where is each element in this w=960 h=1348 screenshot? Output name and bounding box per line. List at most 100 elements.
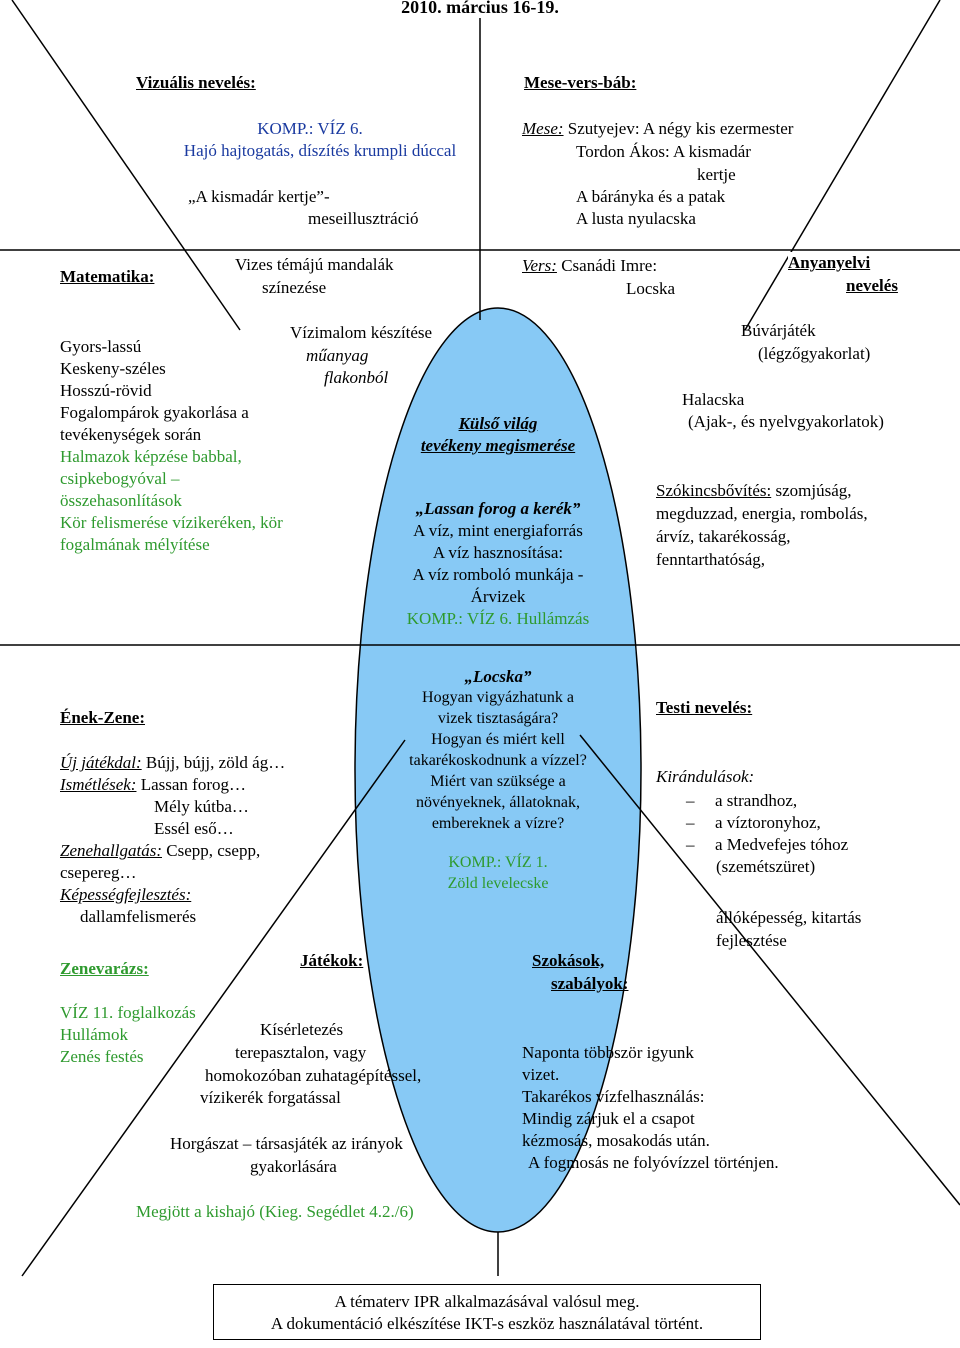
enek-ism3: Essél eső…	[154, 819, 234, 838]
testi-item: –a víztoronyhoz,	[686, 813, 821, 832]
jatekok-line5: Horgászat – társasjáték az irányok	[170, 1134, 403, 1153]
matematika-item: fogalmának mélyítése	[60, 535, 210, 554]
zenevarazs-item: Hullámok	[60, 1025, 128, 1044]
vizualis-line2: Hajó hajtogatás, díszítés krumpli dúccal	[183, 141, 457, 160]
mese-line4: A bárányka és a patak	[576, 187, 726, 206]
szokincs-line2: megduzzad, energia, rombolás,	[656, 504, 868, 523]
center-lassan: „Lassan forog a kerék”	[415, 499, 581, 518]
szokasok-line6: A fogmosás ne folyóvízzel történjen.	[528, 1153, 779, 1172]
jatekok-line1: Kísérletezés	[260, 1020, 344, 1039]
vers-line2: Locska	[626, 279, 676, 298]
center-locska: „Locska”	[464, 667, 532, 686]
szokasok-heading-2: szabályok:	[551, 974, 629, 993]
anyanyelvi-heading-2: nevelés	[846, 276, 898, 295]
enek-list: Új játékdal: Bújj, bújj, zöld ág… Ismétl…	[60, 752, 285, 928]
matematika-item: Halmazok képzése babbal,	[60, 447, 242, 466]
mese-line5: A lusta nyulacska	[576, 209, 696, 228]
vizualis-line4: meseillusztráció	[308, 209, 419, 228]
enek-ism: Ismétlések: Lassan forog…	[60, 774, 285, 796]
buvar-line2: (légzőgyakorlat)	[758, 344, 871, 363]
jatekok-line2: terepasztalon, vagy	[235, 1043, 367, 1062]
center-komp: KOMP.: VÍZ 6. Hullámzás	[406, 609, 590, 628]
halacska-line2: (Ajak-, és nyelvgyakorlatok)	[688, 412, 884, 431]
matematika-list: Gyors-lassú Keskeny-széles Hosszú-rövid …	[60, 336, 283, 556]
center-bottom: „Locska” Hogyan vigyázhatunk a vizek tis…	[378, 666, 618, 894]
testi-list: –a strandhoz, –a víztoronyhoz, –a Medvef…	[686, 790, 848, 878]
vizimalom-line2: műanyag	[306, 346, 369, 365]
szokincs-line4: fenntarthatóság,	[656, 550, 766, 569]
center-q7: embereknek a vízre?	[431, 815, 565, 832]
center-title-2: tevékeny megismerése	[420, 436, 576, 455]
halacska-line1: Halacska	[682, 390, 745, 409]
zenevarazs-list: VÍZ 11. foglalkozás Hullámok Zenés festé…	[60, 1002, 196, 1068]
zenevarazs-item: VÍZ 11. foglalkozás	[60, 1003, 196, 1022]
mese-line2: Tordon Ákos: A kismadár	[576, 142, 751, 161]
center-q2: vizek tisztaságára?	[437, 710, 559, 727]
jatekok-line4: vízikerék forgatással	[200, 1088, 341, 1107]
footer-box: A tématerv IPR alkalmazásával valósul me…	[213, 1284, 761, 1340]
szokincs-line1: Szókincsbővítés: szomjúság,	[656, 480, 852, 502]
dash-icon: –	[686, 813, 695, 832]
jatekok-line7: Megjött a kishajó (Kieg. Segédlet 4.2./6…	[136, 1202, 414, 1221]
vizualis-komp: KOMP.: VÍZ 6.	[257, 119, 363, 138]
matematika-item: összehasonlítások	[60, 491, 182, 510]
footer-line2: A dokumentáció elkészítése IKT-s eszköz …	[270, 1314, 704, 1333]
matematika-item: Hosszú-rövid	[60, 381, 152, 400]
szokincs-line3: árvíz, takarékosság,	[656, 527, 791, 546]
dash-icon: –	[686, 791, 695, 810]
jatekok-line6: gyakorlására	[250, 1157, 337, 1176]
enek-heading: Ének-Zene:	[60, 708, 145, 727]
center-top: Külső világ tevékeny megismerése	[378, 413, 618, 457]
mese-line3: kertje	[697, 165, 736, 184]
divider-diagonal-left-top	[11, 0, 241, 331]
matematika-item: Fogalompárok gyakorlása a	[60, 403, 249, 422]
enek-kep-label: Képességfejlesztés:	[60, 885, 192, 904]
enek-uj: Új játékdal: Bújj, bújj, zöld ág…	[60, 752, 285, 774]
testi-allo-1: állóképesség, kitartás	[716, 908, 862, 927]
testi-allo-2: fejlesztése	[716, 931, 787, 950]
matematika-item: tevékenységek során	[60, 425, 202, 444]
vizimalom-line3: flakonból	[324, 368, 389, 387]
testi-szemet: (szemétszüret)	[716, 857, 816, 876]
enek-kep-text: dallamfelismerés	[80, 907, 197, 926]
dash-icon: –	[686, 835, 695, 854]
szokasok-line2: vizet.	[522, 1065, 560, 1084]
enek-uj-label: Új játékdal:	[60, 753, 142, 772]
center-komp2: KOMP.: VÍZ 1.	[448, 854, 548, 871]
szokasok-line4: Mindig zárjuk el a csapot	[522, 1109, 695, 1128]
center-line4: Árvizek	[470, 587, 526, 606]
divider-diagonal-right-bottom	[579, 734, 960, 1206]
vizualis-line3: „A kismadár kertje”-	[188, 187, 330, 206]
header-date: 2010. március 16-19.	[330, 0, 630, 18]
matematika-item: Keskeny-széles	[60, 359, 166, 378]
anyanyelvi-heading-1: Anyanyelvi	[788, 252, 871, 274]
vizualis-heading: Vizuális nevelés:	[136, 73, 256, 92]
matematika-heading: Matematika:	[60, 266, 155, 288]
center-zold: Zöld levelecske	[447, 875, 549, 892]
center-q5: Miért van szüksége a	[430, 773, 566, 790]
center-q3: Hogyan és miért kell	[431, 731, 565, 748]
zenevarazs-heading: Zenevarázs:	[60, 959, 149, 978]
szokasok-line1: Naponta többször igyunk	[522, 1043, 694, 1062]
enek-zh-text: Csepp, csepp,	[162, 841, 261, 860]
szokincs-label: Szókincsbővítés:	[656, 481, 772, 500]
szokincs-line1-text: szomjúság,	[771, 481, 852, 500]
center-title-1: Külső világ	[458, 414, 538, 433]
szokasok-line3: Takarékos vízfelhasználás:	[522, 1087, 705, 1106]
vizimalom-line1: Vízimalom készítése	[290, 323, 433, 342]
enek-zh2: csepereg…	[60, 863, 137, 882]
testi-item: –a Medvefejes tóhoz	[686, 835, 849, 854]
enek-kep: Képességfejlesztés:	[60, 884, 285, 906]
mese-line1: Mese: Szutyejev: A négy kis ezermester	[522, 118, 793, 140]
mese-label: Mese:	[522, 119, 564, 138]
vizualis-content: KOMP.: VÍZ 6. Hajó hajtogatás, díszítés …	[140, 118, 500, 162]
szokasok-list: Naponta többször igyunk vizet. Takarékos…	[522, 1042, 779, 1174]
mandala-line1: Vizes témájú mandalák	[235, 254, 394, 276]
footer-line1: A tématerv IPR alkalmazásával valósul me…	[334, 1292, 640, 1311]
divider-diagonal-right-top	[744, 0, 941, 331]
testi-heading: Testi nevelés:	[656, 698, 753, 717]
center-q1: Hogyan vigyázhatunk a	[422, 689, 574, 706]
center-q4: takarékoskodnunk a vízzel?	[409, 752, 587, 769]
zenevarazs-item: Zenés festés	[60, 1047, 144, 1066]
